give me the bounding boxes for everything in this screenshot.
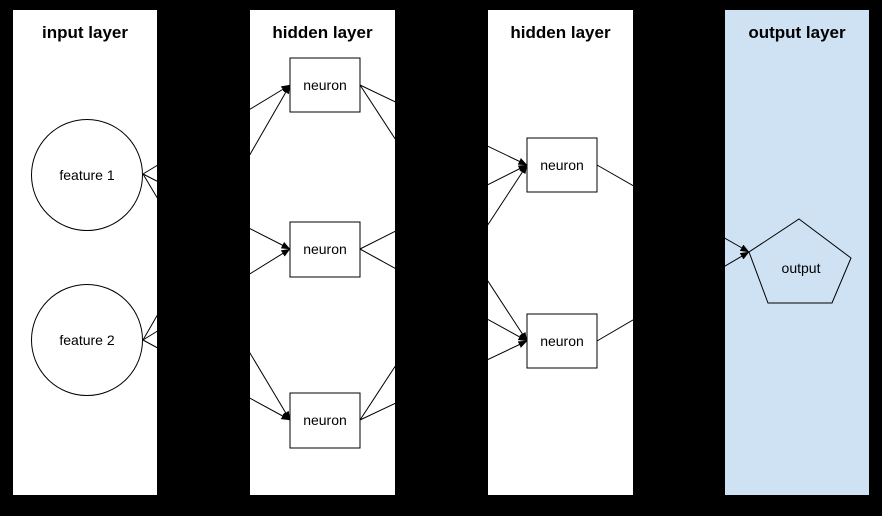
edge-h2n2-output — [596, 251, 750, 342]
edge-h2n1-output — [596, 164, 750, 253]
node-hidden1-neuron3 — [289, 392, 361, 449]
node-feature-1-label: feature 1 — [59, 167, 114, 183]
edges-hidden2-to-output — [596, 164, 750, 342]
edge-h1n1-h2n1 — [359, 84, 528, 166]
node-hidden1-neuron3-label: neuron — [303, 412, 347, 428]
node-hidden1-neuron1-label: neuron — [303, 77, 347, 93]
edge-h1n2-h2n1 — [359, 164, 528, 250]
node-feature-2 — [31, 284, 143, 396]
node-hidden1-neuron2 — [289, 221, 361, 278]
node-hidden1-neuron1 — [289, 57, 361, 113]
node-output-pentagon — [748, 218, 852, 304]
layer-title-hidden-2: hidden layer — [510, 23, 611, 42]
edge-feature2-neuron2 — [142, 248, 291, 341]
edge-h1n3-h2n1 — [359, 164, 528, 421]
edge-h1n2-h2n2 — [359, 248, 528, 342]
node-feature-1 — [31, 119, 143, 231]
edges-hidden1-to-hidden2 — [359, 84, 528, 421]
node-hidden2-neuron1-label: neuron — [540, 157, 584, 173]
layer-title-hidden-1: hidden layer — [272, 23, 373, 42]
edge-feature2-neuron3 — [142, 339, 291, 421]
edges-input-to-hidden1 — [142, 84, 291, 421]
edge-feature2-neuron1 — [142, 84, 291, 341]
layer-panel-input — [13, 10, 157, 495]
layer-title-input: input layer — [42, 23, 128, 42]
layer-title-output: output layer — [748, 23, 846, 42]
edge-h1n1-h2n2 — [359, 84, 528, 342]
layer-panel-hidden-2 — [488, 10, 633, 495]
node-output-label: output — [782, 260, 821, 276]
edge-feature1-neuron1 — [142, 84, 291, 175]
edge-h1n3-h2n2 — [359, 340, 528, 421]
node-hidden2-neuron2 — [526, 313, 598, 369]
node-hidden2-neuron2-label: neuron — [540, 333, 584, 349]
edge-feature1-neuron3 — [142, 173, 291, 421]
node-hidden1-neuron2-label: neuron — [303, 241, 347, 257]
node-feature-2-label: feature 2 — [59, 332, 114, 348]
node-hidden2-neuron1 — [526, 137, 598, 193]
